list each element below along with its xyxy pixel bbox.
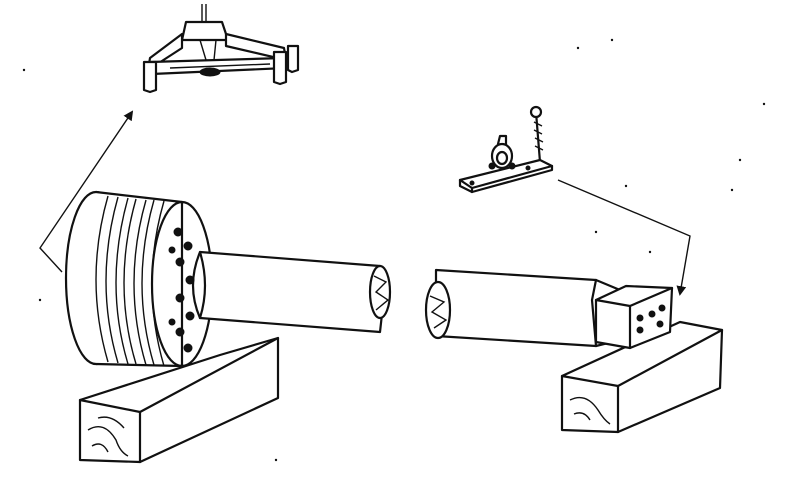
shaft-right-icon bbox=[424, 268, 622, 348]
rotor-icon bbox=[64, 190, 214, 368]
scan-speckles bbox=[22, 38, 766, 462]
arrow-to-bearing-icon bbox=[557, 179, 691, 296]
lifting-yoke-icon bbox=[142, 4, 300, 94]
right-support-block-icon bbox=[560, 320, 724, 434]
arrow-to-yoke-icon bbox=[39, 110, 134, 273]
eye-bolt-plate-icon bbox=[458, 105, 554, 194]
shaft-left-icon bbox=[191, 250, 392, 334]
left-support-block-icon bbox=[78, 336, 280, 464]
bearing-block-icon bbox=[594, 284, 674, 350]
